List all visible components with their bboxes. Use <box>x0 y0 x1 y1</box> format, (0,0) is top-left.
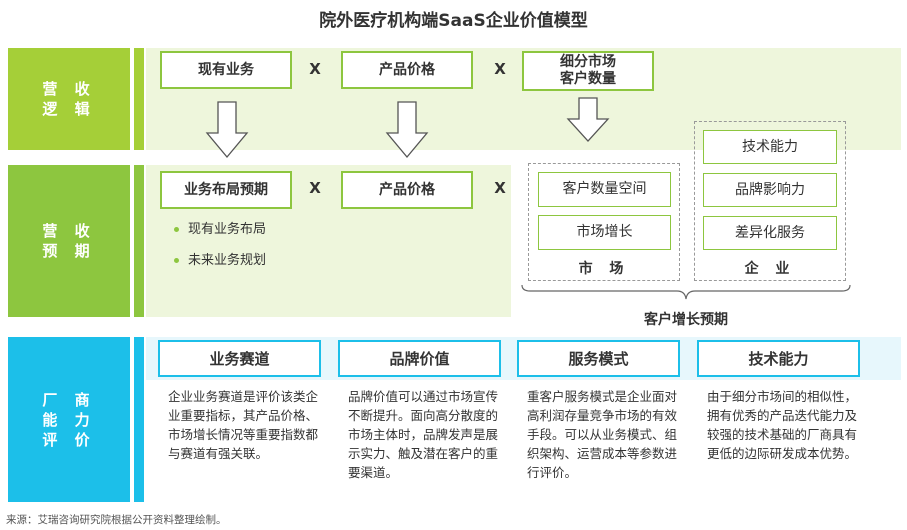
box-customer-volume-space: 客户数量空间 <box>538 172 671 207</box>
list-item: 未来业务规划 <box>170 251 266 282</box>
multiply-sign: X <box>309 60 321 78</box>
box-differentiated-service: 差异化服务 <box>703 216 837 250</box>
box-product-price: 产品价格 <box>341 51 473 89</box>
down-arrow-icon <box>385 101 429 159</box>
multiply-sign: X <box>494 179 506 197</box>
card-title-business-track: 业务赛道 <box>158 340 321 377</box>
card-text-brand-value: 品牌价值可以通过市场宣传不断提升。面向高分散度的市场主体时，品牌发声是展示实力、… <box>348 389 499 480</box>
list-item: 现有业务布局 <box>170 220 266 251</box>
card-text-service-model: 重客户服务模式是企业面对高利润存量竞争市场的有效手段。可以从业务模式、组织架构、… <box>527 389 678 480</box>
card-title-technical-capability: 技术能力 <box>697 340 860 377</box>
card-text-business-track: 企业业务赛道是评价该类企业重要指标，其产品价格、市场增长情况等重要指数都与赛道有… <box>168 389 319 461</box>
box-product-price-expectation: 产品价格 <box>341 171 473 209</box>
band-revenue-logic-strip <box>134 48 144 150</box>
box-business-layout-expectation: 业务布局预期 <box>160 171 292 209</box>
band-revenue-logic: 营 收 逻 辑 <box>8 48 130 150</box>
multiply-sign: X <box>494 60 506 78</box>
down-arrow-icon <box>205 101 249 159</box>
enterprise-group <box>694 121 846 281</box>
customer-growth-expectation-label: 客户增长预期 <box>644 312 728 328</box>
business-layout-bullets: 现有业务布局 未来业务规划 <box>170 220 266 282</box>
card-text-technical-capability: 由于细分市场间的相似性，拥有优秀的产品迭代能力及较强的技术基础的厂商具有更低的边… <box>707 389 858 461</box>
box-technical-capability: 技术能力 <box>703 130 837 164</box>
source-note: 来源：艾瑞咨询研究院根据公开资料整理绘制。 <box>6 514 227 526</box>
enterprise-label: 企 业 <box>744 261 796 277</box>
multiply-sign: X <box>309 179 321 197</box>
band-vendor-evaluation: 厂 商 能 力 评 价 <box>8 337 130 502</box>
box-segment-customers: 细分市场 客户数量 <box>522 51 654 91</box>
box-existing-business: 现有业务 <box>160 51 292 89</box>
box-market-growth: 市场增长 <box>538 215 671 250</box>
band-vendor-evaluation-strip <box>134 337 144 502</box>
card-title-brand-value: 品牌价值 <box>338 340 501 377</box>
down-arrow-icon <box>566 97 610 142</box>
box-brand-influence: 品牌影响力 <box>703 173 837 207</box>
card-title-service-model: 服务模式 <box>517 340 680 377</box>
market-group <box>528 163 680 281</box>
market-label: 市 场 <box>578 261 630 277</box>
band-revenue-expectation: 营 收 预 期 <box>8 165 130 317</box>
band-revenue-expectation-strip <box>134 165 144 317</box>
page-title: 院外医疗机构端SaaS企业价值模型 <box>319 11 588 31</box>
brace-bracket <box>521 284 851 300</box>
